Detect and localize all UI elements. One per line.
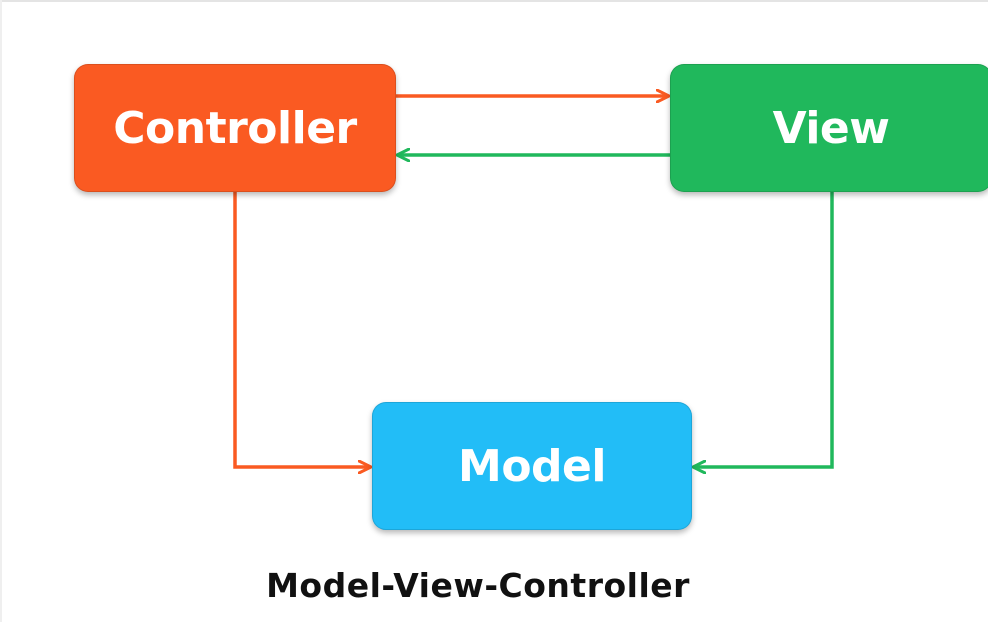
left-border-line xyxy=(0,0,2,622)
controller-label: Controller xyxy=(113,102,357,154)
view-label: View xyxy=(772,102,890,154)
top-border-line xyxy=(0,0,988,2)
controller-node: Controller xyxy=(74,64,396,192)
edge-controller-to-model xyxy=(233,192,370,467)
model-label: Model xyxy=(458,440,606,492)
edge-view-to-model xyxy=(694,192,834,467)
diagram-caption: Model-View-Controller xyxy=(266,566,690,605)
model-node: Model xyxy=(372,402,692,530)
view-node: View xyxy=(670,64,988,192)
